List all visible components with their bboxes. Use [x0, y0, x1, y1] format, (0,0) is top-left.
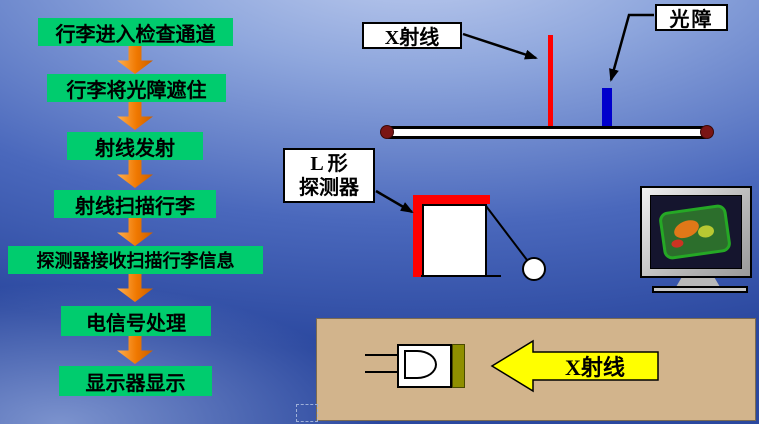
light-barrier-label: 光障: [655, 4, 728, 31]
l-detector-pointer-arrow: [375, 189, 414, 214]
flow-step-6: 电信号处理: [61, 306, 211, 336]
scan-item: [671, 216, 702, 242]
flow-down-arrow-icon: [117, 336, 153, 364]
sensor-lead-wire: [365, 354, 397, 356]
flow-down-arrow-icon: [117, 102, 153, 130]
flow-down-arrow-icon: [117, 46, 153, 74]
l-detector-label-line1: L 形: [310, 152, 348, 175]
sensor-lead-wire: [365, 371, 397, 373]
pivot-arm-line: [485, 205, 528, 261]
conveyor-belt: [388, 126, 706, 139]
flow-step-3: 射线发射: [67, 132, 203, 160]
sensor-tube-icon: [404, 350, 437, 379]
flow-step-1: 行李进入检查通道: [38, 18, 233, 46]
sensor-body: [397, 344, 452, 388]
scan-item: [697, 224, 715, 239]
scanned-baggage-image: [657, 203, 733, 261]
flow-down-arrow-icon: [117, 218, 153, 246]
flow-step-4: 射线扫描行李: [54, 190, 216, 218]
pivot-circle: [522, 257, 546, 281]
incoming-xray-label: X射线: [565, 355, 625, 380]
monitor-base: [652, 286, 748, 293]
light-barrier-pointer-arrow: [609, 13, 654, 82]
light-barrier-bar: [602, 88, 612, 128]
flow-down-arrow-icon: [117, 160, 153, 188]
scan-item: [670, 238, 684, 249]
belt-wheel-right: [700, 125, 714, 139]
detector-housing: [422, 204, 487, 277]
monitor-screen: [650, 195, 742, 269]
placeholder-artifact: [296, 404, 318, 422]
belt-wheel-left: [380, 125, 394, 139]
sensor-panel: [316, 318, 756, 421]
xray-beam-label: X射线: [362, 22, 462, 49]
l-detector-horizontal-bar: [413, 195, 490, 204]
display-monitor: [640, 186, 752, 278]
xray-beam-bar: [548, 35, 553, 128]
flow-down-arrow-icon: [117, 274, 153, 302]
l-detector-label-line2: 探测器: [299, 176, 359, 199]
l-detector-vertical-bar: [413, 195, 422, 277]
flow-step-5: 探测器接收扫描行李信息: [8, 246, 263, 274]
l-detector-label: L 形 探测器: [283, 148, 375, 203]
xray-pointer-arrow: [462, 32, 538, 60]
flow-step-7: 显示器显示: [59, 366, 212, 396]
flow-step-2: 行李将光障遮住: [47, 74, 226, 102]
sensor-window-strip: [452, 344, 465, 388]
